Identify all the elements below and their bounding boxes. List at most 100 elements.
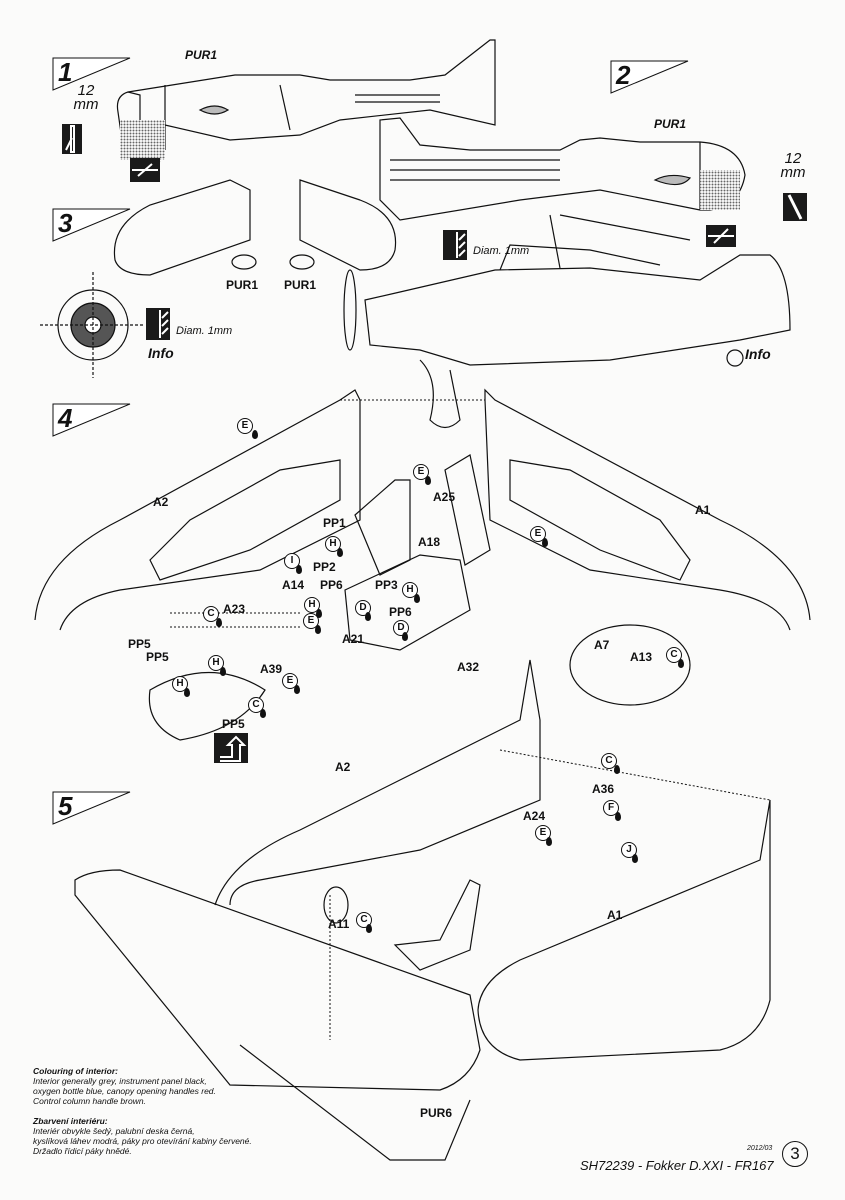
color-callout: C [203,606,219,622]
step-flag-shape [52,791,131,825]
notes-line: Interior generally grey, instrument pane… [33,1076,207,1086]
part-label-PP5: PP5 [128,637,151,651]
color-callout: I [284,553,300,569]
part-label-A2: A2 [153,495,169,509]
part-label-A32: A32 [457,660,480,674]
interior-colour-notes: Colouring of interior: Interior generall… [33,1066,252,1156]
color-callout: C [248,697,264,713]
paint-drop-icon [678,659,684,668]
notes-line: oxygen bottle blue, canopy opening handl… [33,1086,216,1096]
color-callout: C [666,647,682,663]
part-label-A21: A21 [342,632,365,646]
paint-drop-icon [216,618,222,627]
notes-heading-cz: Zbarvení interiéru: [33,1116,108,1126]
notes-line: kyslíková láhev modrá, páky pro otevírán… [33,1136,252,1146]
paint-drop-icon [402,632,408,641]
paint-drop-icon [316,609,322,618]
step-flag-shape [52,57,131,91]
date-code: 2012/03 [747,1145,773,1152]
paint-drop-icon [632,854,638,863]
drill-hole-icon [443,230,467,260]
dimension-value: 12 [784,150,802,167]
paint-drop-icon [220,667,226,676]
step2-dimension: 12 mm [775,150,811,181]
step1-dimension: 12 mm [68,82,104,112]
step-4-marker: 4 [52,403,132,437]
part-label-A1: A1 [695,503,711,517]
step3-part-label-right: PUR1 [284,278,317,292]
step-flag-shape [52,208,131,242]
drill-hole-icon [146,308,170,340]
part-label-A18: A18 [418,535,441,549]
part-label-PUR6: PUR6 [420,1106,453,1120]
step-flag-shape [610,60,689,94]
paint-drop-icon [542,538,548,547]
color-callout: C [601,753,617,769]
part-label-PP5: PP5 [146,650,169,664]
color-callout: E [303,613,319,629]
dimension-value: 12 [77,82,95,99]
part-label-PP1: PP1 [323,516,346,530]
notes-line: Interiér obvykle šedý, palubní deska čer… [33,1126,195,1136]
notes-line: Control column handle brown. [33,1096,146,1106]
part-label-PP6: PP6 [320,578,343,592]
part-label-A14: A14 [282,578,305,592]
part-label-A25: A25 [433,490,456,504]
step-number: 3 [58,208,73,238]
part-label-A2: A2 [335,760,351,774]
part-label-PP2: PP2 [313,560,336,574]
paint-drop-icon [260,709,266,718]
step-3-marker: 3 [52,208,132,242]
part-label-A39: A39 [260,662,283,676]
cut-off-icon [706,225,736,247]
step-number: 5 [58,791,73,821]
step-5-marker: 5 [52,791,132,825]
part-label-A1: A1 [607,908,623,922]
step3-drill-note-left: Diam. 1mm [176,325,233,337]
paint-drop-icon [294,685,300,694]
page-number: 3 [782,1141,808,1167]
flip-part-icon [214,733,248,763]
step-1-marker: 1 [52,57,132,91]
color-callout: F [603,800,619,816]
paint-drop-icon [365,612,371,621]
part-label-A24: A24 [523,809,546,823]
step3-info-right: Info [745,346,771,362]
footer-product-title: SH72239 - Fokker D.XXI - FR167 [580,1158,774,1173]
step3-info-left: Info [148,345,174,361]
drill-through-icon [62,124,82,154]
color-callout: E [282,673,298,689]
paint-drop-icon [425,476,431,485]
color-callout: H [325,536,341,552]
part-label-A23: A23 [223,602,246,616]
paint-drop-icon [337,548,343,557]
step-number: 1 [58,57,73,87]
step3-drill-note-right: Diam. 1mm [473,245,530,257]
paint-drop-icon [252,430,258,439]
color-callout: E [530,526,546,542]
step2-part-label: PUR1 [654,117,687,131]
paint-drop-icon [615,812,621,821]
step4-wing-drawings [34,388,811,741]
step5-assembly-drawing [74,659,771,1161]
paint-drop-icon [315,625,321,634]
color-callout: H [172,676,188,692]
part-label-PP6: PP6 [389,605,412,619]
color-callout: E [413,464,429,480]
notes-line: Držadlo řídicí páky hnědé. [33,1146,132,1156]
step-2-marker: 2 [610,60,690,94]
step-number: 4 [58,403,73,433]
dimension-unit: mm [780,164,806,181]
part-label-A36: A36 [592,782,615,796]
notes-heading-en: Colouring of interior: [33,1066,118,1076]
step1-part-label: PUR1 [185,48,218,62]
part-label-PP3: PP3 [375,578,398,592]
paint-drop-icon [546,837,552,846]
part-label-A7: A7 [594,638,610,652]
paint-drop-icon [366,924,372,933]
part-label-A11: A11 [328,917,350,931]
paint-drop-icon [296,565,302,574]
paint-drop-icon [414,594,420,603]
step2-fuselage-drawing [379,117,746,221]
